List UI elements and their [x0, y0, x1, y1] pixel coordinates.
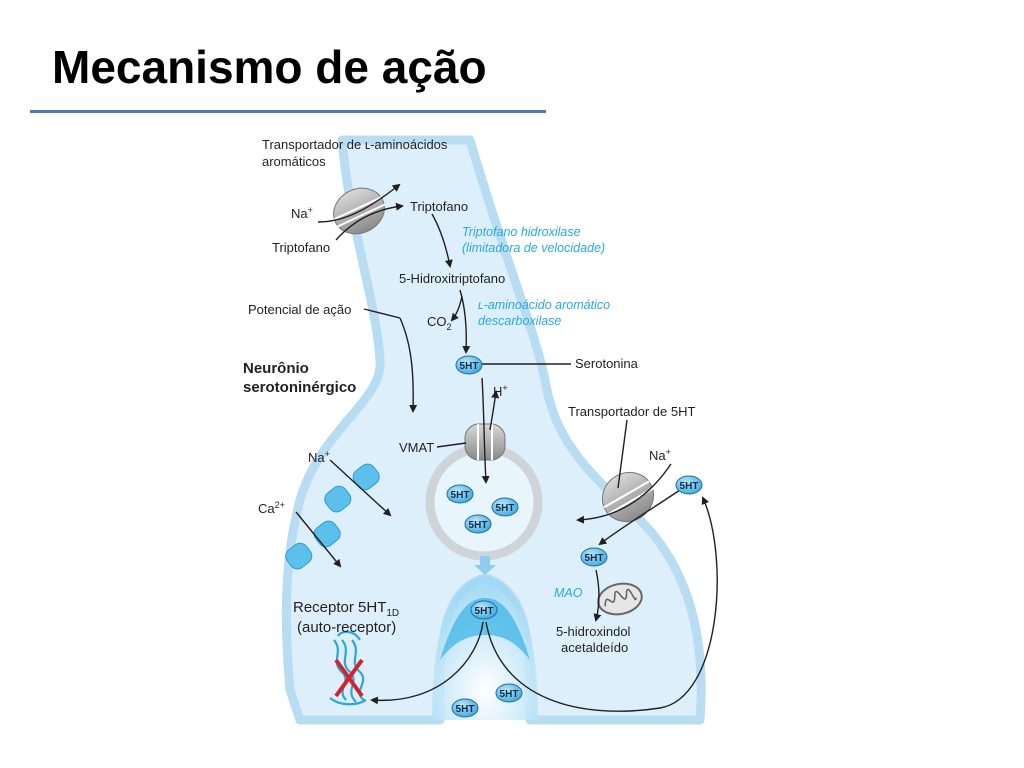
pathway-arrows — [295, 183, 718, 712]
label-na-sert: Na+ — [649, 447, 671, 463]
label-aat-transporter-line1: Transportador de ʟ-aminoácidos — [262, 137, 448, 152]
label-neuron-line1: Neurônio — [243, 360, 309, 377]
sodium-channel-icon — [324, 463, 380, 513]
label-serotonin: Serotonina — [575, 356, 639, 371]
molecule-5ht: 5HT — [455, 355, 483, 375]
svg-text:5HT: 5HT — [456, 704, 475, 715]
label-receptor-line1: Receptor 5HT1D — [293, 599, 399, 619]
label-co2: CO2 — [427, 314, 452, 332]
label-metabolite-line2: acetaldeído — [561, 640, 628, 655]
label-receptor-line2: (auto-receptor) — [297, 619, 396, 636]
calcium-channel-icon — [285, 520, 341, 570]
svg-text:5HT: 5HT — [475, 606, 494, 617]
svg-text:5HT: 5HT — [451, 490, 470, 501]
molecule-5ht: 5HT — [446, 484, 474, 504]
slide-title: Mecanismo de ação — [52, 41, 487, 93]
svg-text:5HT: 5HT — [496, 503, 515, 514]
svg-text:5HT: 5HT — [469, 520, 488, 531]
release-arrow — [474, 556, 496, 575]
label-tph-line1: Triptofano hidroxilase — [462, 225, 581, 239]
molecule-5ht: 5HT — [675, 475, 703, 495]
label-metabolite-line1: 5-hidroxindol — [556, 624, 631, 639]
serotonin-molecules: 5HT 5HT 5HT 5HT 5HT 5HT 5HT 5HT 5HT — [446, 355, 703, 718]
label-action-potential: Potencial de ação — [248, 302, 351, 317]
molecule-5ht: 5HT — [491, 497, 519, 517]
label-sert: Transportador de 5HT — [568, 404, 695, 419]
label-tryptophan-outside: Triptofano — [272, 240, 330, 255]
molecule-5ht: 5HT — [464, 514, 492, 534]
sert-icon — [601, 471, 655, 523]
label-5-htp: 5-Hidroxitriptofano — [399, 271, 505, 286]
diagram-labels: Transportador de ʟ-aminoácidos aromático… — [243, 137, 695, 655]
molecule-5ht: 5HT — [470, 600, 498, 620]
svg-text:5HT: 5HT — [460, 361, 479, 372]
svg-text:5HT: 5HT — [585, 553, 604, 564]
label-h-plus: H+ — [493, 383, 508, 399]
label-aadc-line2: descarboxilase — [478, 314, 561, 328]
molecule-5ht: 5HT — [451, 698, 479, 718]
label-neuron-line2: serotoninérgico — [243, 379, 356, 396]
label-na-channel: Na+ — [308, 449, 330, 465]
block-x-icon — [334, 658, 364, 698]
label-na-top: Na+ — [291, 205, 313, 221]
label-tph-line2: (limitadora de velocidade) — [462, 241, 605, 255]
receptor-icon — [329, 630, 367, 706]
label-aadc-line1: ʟ-aminoácido aromático — [478, 298, 610, 312]
svg-text:5HT: 5HT — [500, 689, 519, 700]
title-divider — [30, 110, 546, 113]
label-mao: MAO — [554, 586, 583, 600]
molecule-5ht: 5HT — [580, 547, 608, 567]
molecule-5ht: 5HT — [495, 683, 523, 703]
label-tryptophan-inside: Triptofano — [410, 199, 468, 214]
label-ca-channel: Ca2+ — [258, 500, 285, 516]
synaptic-vesicle — [425, 443, 543, 561]
label-vmat: VMAT — [399, 440, 434, 455]
svg-text:5HT: 5HT — [680, 481, 699, 492]
label-aat-transporter-line2: aromáticos — [262, 154, 326, 169]
